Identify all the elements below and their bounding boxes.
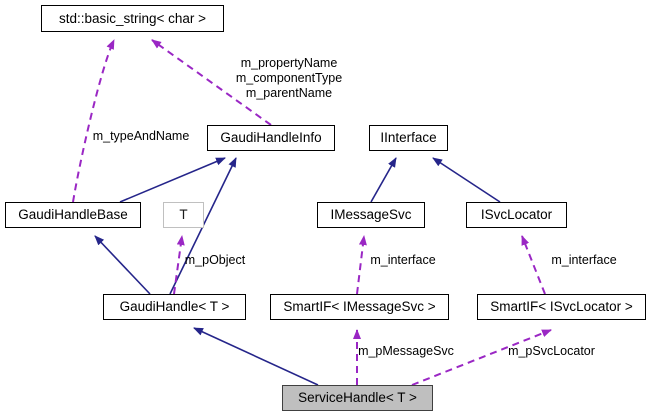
class-node-label: IInterface [380, 130, 437, 146]
class-node-label: SmartIF< IMessageSvc > [283, 299, 436, 315]
edge-gaudihandlebase-basicstring [72, 39, 115, 203]
class-node-iinterface[interactable]: IInterface [369, 125, 448, 151]
edge-isvclocator-iinterface [432, 157, 501, 203]
class-node-label: GaudiHandleBase [18, 207, 128, 223]
class-node-basic-string[interactable]: std::basic_string< char > [41, 5, 224, 32]
edge-smartif-imessagesvc [356, 235, 367, 295]
class-node-servicehandle-t[interactable]: ServiceHandle< T > [282, 385, 433, 411]
edge-gaudihandlet-gaudihandlebase [94, 235, 151, 295]
class-node-label: ISvcLocator [480, 207, 553, 223]
edge-gaudihandlebase-gaudihandleinfo [119, 157, 226, 203]
edge-servicehandle-gaudihandlet [193, 327, 319, 386]
edge-label-line: m_parentName [245, 86, 333, 100]
edge-label-p-object: m_pObject [184, 253, 246, 267]
class-node-gaudihandle-t[interactable]: GaudiHandle< T > [103, 294, 246, 320]
class-node-label: std::basic_string< char > [58, 10, 207, 26]
class-node-label: IMessageSvc [330, 207, 412, 223]
edge-label-interface-svclocator: m_interface [551, 253, 617, 267]
edge-smartif-isvclocator [521, 235, 546, 295]
edge-servicehandle-smartif-isvclocator [411, 329, 552, 386]
edge-label-line: m_propertyName [240, 56, 338, 70]
edge-gaudihandlet-templatet [173, 235, 185, 295]
class-node-label: SmartIF< ISvcLocator > [490, 299, 633, 315]
edge-label-line: m_componentType [235, 71, 343, 85]
edge-label-type-and-name: m_typeAndName [92, 129, 190, 143]
edge-label-p-message-svc: m_pMessageSvc [358, 344, 454, 358]
edge-gaudihandleinfo-basicstring [151, 39, 272, 126]
class-node-label: T [179, 207, 188, 223]
edge-label-interface-messagesvc: m_interface [370, 253, 436, 267]
class-node-label: ServiceHandle< T > [298, 390, 417, 406]
class-node-gaudihandlebase[interactable]: GaudiHandleBase [5, 202, 141, 228]
class-node-smartif-imessagesvc[interactable]: SmartIF< IMessageSvc > [270, 294, 449, 320]
class-node-template-t[interactable]: T [163, 202, 204, 228]
class-node-imessagesvc[interactable]: IMessageSvc [317, 202, 425, 228]
class-node-smartif-isvclocator[interactable]: SmartIF< ISvcLocator > [477, 294, 646, 320]
class-node-label: GaudiHandleInfo [220, 130, 322, 146]
edge-label-member-names: m_propertyName m_componentType m_parentN… [228, 56, 350, 101]
class-node-isvclocator[interactable]: ISvcLocator [466, 202, 567, 228]
edge-label-p-svc-locator: m_pSvcLocator [508, 344, 595, 358]
class-node-gaudihandleinfo[interactable]: GaudiHandleInfo [207, 125, 335, 151]
class-node-label: GaudiHandle< T > [119, 299, 230, 315]
edge-imessagesvc-iinterface [370, 157, 397, 203]
